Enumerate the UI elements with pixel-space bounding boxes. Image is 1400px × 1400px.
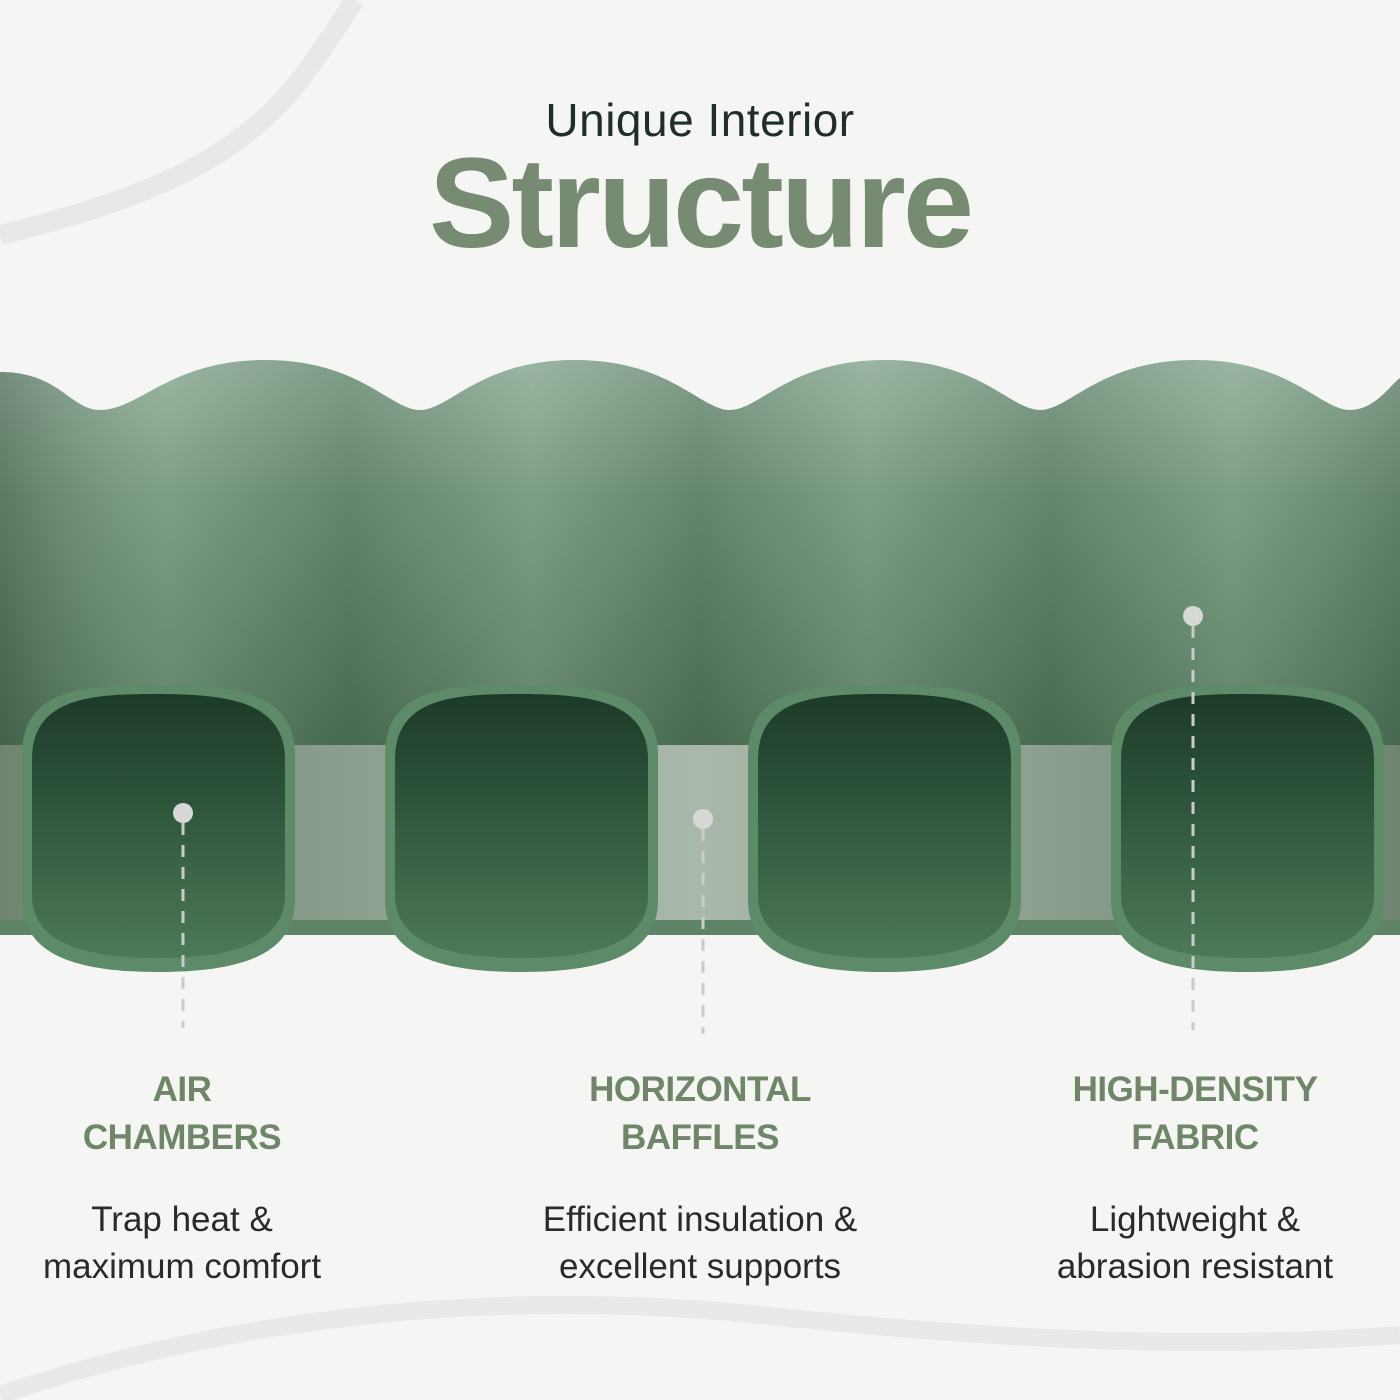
- feature-description: Trap heat & maximum comfort: [42, 1200, 322, 1286]
- page-title: Structure: [429, 132, 974, 275]
- feature-horizontal-baffles: HORIZONTAL BAFFLES Efficient insulation …: [470, 1066, 930, 1290]
- feature-description: Efficient insulation & excellent support…: [542, 1200, 858, 1286]
- callout-horizontal-baffles: [693, 809, 713, 1034]
- feature-title: HORIZONTAL BAFFLES: [589, 1070, 811, 1157]
- feature-high-density-fabric: HIGH-DENSITY FABRIC Lightweight & abrasi…: [965, 1066, 1400, 1290]
- callout-high-density-fabric: [1183, 606, 1203, 1030]
- mat-cross-section-illustration: [0, 360, 1400, 1034]
- page-subtitle: Unique Interior: [545, 94, 855, 146]
- heading: Unique Interior Structure: [0, 92, 1400, 275]
- callout-air-chambers: [173, 803, 193, 1028]
- feature-air-chambers: AIR CHAMBERS Trap heat & maximum comfort: [0, 1066, 412, 1290]
- feature-title: HIGH-DENSITY FABRIC: [1072, 1070, 1318, 1157]
- air-chambers: [22, 685, 1384, 972]
- feature-title: AIR CHAMBERS: [82, 1070, 282, 1157]
- feature-description: Lightweight & abrasion resistant: [1056, 1200, 1334, 1286]
